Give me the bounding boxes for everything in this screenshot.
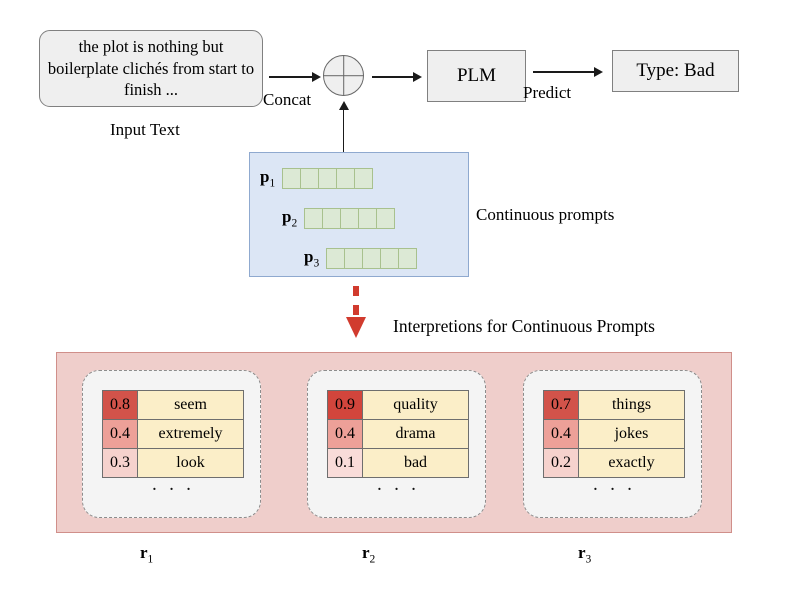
interpretation-table-2: 0.9 quality 0.4 drama 0.1 bad — [327, 390, 469, 478]
input-text-value: the plot is nothing but boilerplate clic… — [47, 36, 255, 100]
r-sub-1: 1 — [147, 553, 154, 566]
prompt-cell — [282, 167, 302, 189]
prompt-cell — [358, 207, 378, 229]
prompt-row-3: p3 — [304, 247, 418, 270]
prompt-cell — [380, 247, 400, 269]
word-cell: quality — [362, 390, 469, 420]
plm-label: PLM — [456, 65, 497, 86]
table-row: 0.1 bad — [327, 448, 469, 478]
prompt-sub-1: 1 — [269, 177, 276, 190]
score-cell: 0.4 — [327, 419, 363, 449]
table-row: 0.9 quality — [327, 390, 469, 420]
input-text-box: the plot is nothing but boilerplate clic… — [39, 30, 263, 107]
input-text-caption: Input Text — [110, 120, 180, 139]
interpretation-card-1: 0.8 seem 0.4 extremely 0.3 look · · · — [82, 370, 261, 518]
word-cell: drama — [362, 419, 469, 449]
word-cell: extremely — [137, 419, 244, 449]
prompt-cell — [326, 247, 346, 269]
arrow-plm-to-output — [533, 71, 595, 73]
table-row: 0.4 extremely — [102, 419, 244, 449]
arrow-concat-to-plm — [372, 76, 414, 78]
prompt-label-3: p3 — [304, 247, 320, 270]
prompt-row-1: p1 — [260, 167, 374, 190]
word-cell: jokes — [578, 419, 685, 449]
arrow-prompts-to-concat — [342, 110, 345, 152]
arrow-prompts-to-concat-head — [338, 101, 349, 110]
word-cell: seem — [137, 390, 244, 420]
continuous-prompts-panel: p1 p2 p3 — [249, 152, 469, 277]
predict-label: Predict — [523, 83, 572, 102]
prompt-label-1: p1 — [260, 167, 276, 190]
ellipsis-2: · · · — [376, 479, 420, 500]
prompt-cells-3 — [326, 247, 418, 269]
table-row: 0.4 drama — [327, 419, 469, 449]
output-type-label: Type: Bad — [636, 60, 715, 81]
word-cell: bad — [362, 448, 469, 478]
ellipsis-3: · · · — [592, 479, 636, 500]
table-row: 0.7 things — [543, 390, 685, 420]
r-sub-2: 2 — [369, 553, 376, 566]
interpretation-card-3: 0.7 things 0.4 jokes 0.2 exactly · · · — [523, 370, 702, 518]
interpretation-card-2: 0.9 quality 0.4 drama 0.1 bad · · · — [307, 370, 486, 518]
prompt-cell — [336, 167, 356, 189]
r-label-2: r2 — [362, 543, 376, 566]
table-row: 0.8 seem — [102, 390, 244, 420]
prompt-cell — [318, 167, 338, 189]
arrow-plm-to-output-head — [594, 66, 603, 77]
table-row: 0.3 look — [102, 448, 244, 478]
score-cell: 0.8 — [102, 390, 138, 420]
prompt-cell — [322, 207, 342, 229]
score-cell: 0.9 — [327, 390, 363, 420]
score-cell: 0.3 — [102, 448, 138, 478]
plm-box: PLM — [427, 50, 526, 102]
prompt-row-2: p2 — [282, 207, 396, 230]
prompt-cells-2 — [304, 207, 396, 229]
interpretations-caption: Interpretions for Continuous Prompts — [393, 316, 655, 336]
score-cell: 0.2 — [543, 448, 579, 478]
r-sub-3: 3 — [585, 553, 592, 566]
arrow-input-to-concat — [269, 76, 313, 78]
prompt-cell — [304, 207, 324, 229]
table-row: 0.4 jokes — [543, 419, 685, 449]
score-cell: 0.4 — [102, 419, 138, 449]
concat-label: Concat — [263, 90, 312, 109]
r-label-3: r3 — [578, 543, 592, 566]
prompt-cell — [398, 247, 418, 269]
score-cell: 0.4 — [543, 419, 579, 449]
ellipsis-1: · · · — [151, 479, 195, 500]
word-cell: things — [578, 390, 685, 420]
score-cell: 0.7 — [543, 390, 579, 420]
red-dashed-arrow-icon — [346, 286, 366, 338]
score-cell: 0.1 — [327, 448, 363, 478]
prompt-cell — [344, 247, 364, 269]
interpretation-table-3: 0.7 things 0.4 jokes 0.2 exactly — [543, 390, 685, 478]
prompt-cell — [376, 207, 396, 229]
interpretations-panel: 0.8 seem 0.4 extremely 0.3 look · · · 0.… — [56, 352, 732, 533]
r-label-1: r1 — [140, 543, 154, 566]
continuous-prompts-caption: Continuous prompts — [476, 205, 615, 224]
prompt-sub-2: 2 — [291, 217, 298, 230]
plus-circle-icon — [323, 55, 364, 96]
prompt-label-2: p2 — [282, 207, 298, 230]
prompt-cell — [340, 207, 360, 229]
prompt-cell — [300, 167, 320, 189]
interpretation-table-1: 0.8 seem 0.4 extremely 0.3 look — [102, 390, 244, 478]
word-cell: exactly — [578, 448, 685, 478]
prompt-cell — [354, 167, 374, 189]
arrow-input-to-concat-head — [312, 71, 321, 82]
output-type-box: Type: Bad — [612, 50, 739, 92]
arrow-concat-to-plm-head — [413, 71, 422, 82]
prompt-cells-1 — [282, 167, 374, 189]
word-cell: look — [137, 448, 244, 478]
prompt-cell — [362, 247, 382, 269]
prompt-sub-3: 3 — [313, 257, 320, 270]
table-row: 0.2 exactly — [543, 448, 685, 478]
